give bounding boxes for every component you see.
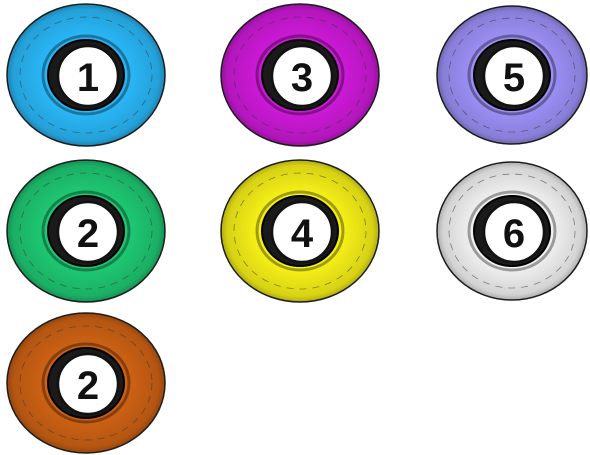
ring-2-green: 2 xyxy=(7,160,165,302)
ring-number: 2 xyxy=(77,212,99,256)
ring-1: 1 xyxy=(7,4,165,146)
ring-2-orange: 2 xyxy=(7,313,165,453)
ring-3: 3 xyxy=(221,4,379,146)
ring-number: 2 xyxy=(77,364,99,408)
ring-number: 3 xyxy=(291,56,313,100)
ring-6: 6 xyxy=(437,162,587,300)
ring-number: 6 xyxy=(503,212,525,256)
ring-5: 5 xyxy=(437,6,587,144)
ring-number: 1 xyxy=(77,56,99,100)
ring-number: 4 xyxy=(291,212,314,256)
ring-4: 4 xyxy=(221,160,379,302)
ring-number: 5 xyxy=(503,56,525,100)
